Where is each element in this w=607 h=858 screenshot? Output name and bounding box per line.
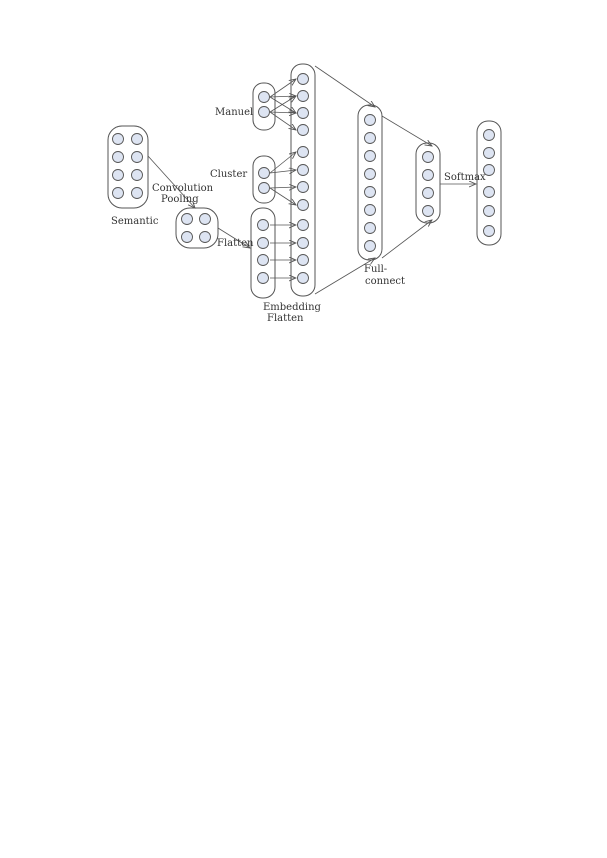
concat-node (297, 107, 309, 119)
concat-node (297, 237, 309, 249)
full-connect1-node (364, 150, 376, 162)
softmax-layer-box (476, 120, 502, 246)
manuel-node (258, 106, 270, 118)
softmax-node (483, 164, 495, 176)
embedding-node (257, 272, 269, 284)
manuel-box (252, 82, 276, 131)
softmax-node (483, 147, 495, 159)
embedding-node (257, 254, 269, 266)
softmax-node (483, 186, 495, 198)
softmax-label: Softmax (444, 172, 486, 183)
concat-node (297, 90, 309, 102)
full-connect2-node (422, 151, 434, 163)
flatten-label: Flatten (217, 238, 254, 249)
softmax-node (483, 225, 495, 237)
semantic-node (112, 169, 124, 181)
full-connect2-node (422, 169, 434, 181)
full-connect1-node (364, 204, 376, 216)
semantic-node (112, 133, 124, 145)
semantic-node (112, 151, 124, 163)
convolution-label: Convolution (152, 183, 214, 194)
embedding-label: Embedding (263, 302, 322, 313)
pooling-label: Pooling (161, 194, 199, 205)
concat-node (297, 73, 309, 85)
manuel-label: Manuel (215, 107, 253, 118)
semantic-node (131, 169, 143, 181)
pooling-box (175, 207, 219, 249)
full-connect1-node (364, 114, 376, 126)
semantic-node (131, 151, 143, 163)
concat-node (297, 254, 309, 266)
full-connect1-node (364, 168, 376, 180)
semantic-node (131, 187, 143, 199)
pooling-node (181, 213, 193, 225)
full-connect1-node (364, 240, 376, 252)
concat-node (297, 181, 309, 193)
semantic-node (112, 187, 124, 199)
neuron-nodes (112, 73, 495, 284)
softmax-node (483, 205, 495, 217)
full-connect1-node (364, 186, 376, 198)
concat-node (297, 124, 309, 136)
full-connect-layer1-box (357, 104, 383, 261)
concat-node (297, 146, 309, 158)
manuel-node (258, 91, 270, 103)
embedding-node (257, 237, 269, 249)
full-connect2-node (422, 187, 434, 199)
embedding-node (257, 219, 269, 231)
concat-layer-box (290, 63, 316, 297)
cluster-node (258, 167, 270, 179)
full-connect1-node (364, 132, 376, 144)
pooling-node (181, 231, 193, 243)
full-connect2-node (422, 205, 434, 217)
connections (147, 65, 476, 295)
connect-label: connect (365, 276, 405, 287)
concat-node (297, 164, 309, 176)
concat-node (297, 272, 309, 284)
pooling-node (199, 213, 211, 225)
semantic-node (131, 133, 143, 145)
concat-node (297, 199, 309, 211)
full-label: Full- (364, 264, 387, 275)
embedding-flatten-label: Flatten (267, 313, 304, 324)
cluster-box (252, 155, 276, 204)
full-connect1-node (364, 222, 376, 234)
embedding-box (250, 207, 276, 299)
semantic-label: Semantic (111, 216, 159, 227)
softmax-node (483, 129, 495, 141)
cluster-node (258, 182, 270, 194)
semantic-box (107, 125, 149, 209)
cluster-label: Cluster (210, 169, 247, 180)
pooling-node (199, 231, 211, 243)
concat-node (297, 219, 309, 231)
